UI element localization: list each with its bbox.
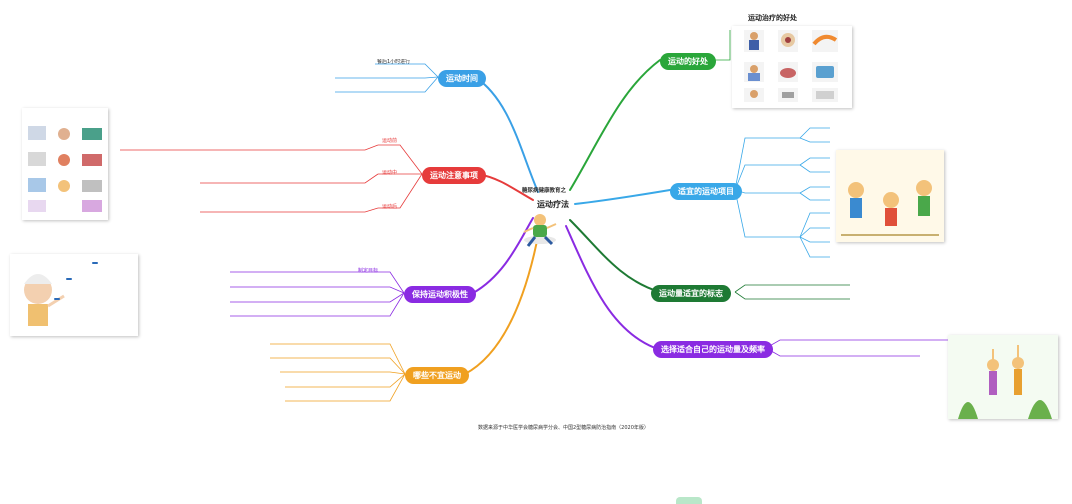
connector-sign bbox=[569, 219, 661, 293]
benefits-card bbox=[732, 26, 852, 108]
node-unsuitable-cases[interactable]: 哪些不宜运动 bbox=[405, 367, 469, 384]
benefit-icon-6 bbox=[812, 62, 838, 82]
node-exercise-time[interactable]: 运动时间 bbox=[438, 70, 486, 87]
connector-suitable bbox=[574, 189, 671, 205]
center-title: 运动疗法 bbox=[537, 200, 569, 209]
benefits-card-title: 运动治疗的好处 bbox=[748, 14, 797, 22]
grandpa-illustration bbox=[10, 254, 138, 336]
benefit-icon-7 bbox=[744, 88, 764, 102]
center-subtitle: 糖尿病健康教育之 bbox=[522, 188, 567, 194]
sticky-note-3 bbox=[54, 298, 60, 300]
benefit-icon-5 bbox=[778, 62, 798, 82]
connector-unsuitable bbox=[464, 225, 541, 375]
node-choose-amount-frequency[interactable]: 选择适合自己的运动量及频率 bbox=[653, 341, 773, 358]
sub-connectors bbox=[120, 30, 960, 402]
connector-time bbox=[474, 76, 539, 193]
left-info-card bbox=[22, 108, 108, 220]
yoga-illustration bbox=[948, 335, 1058, 419]
node-appropriate-intensity-signs[interactable]: 运动量适宜的标志 bbox=[651, 285, 731, 302]
benefit-icon-1 bbox=[744, 30, 764, 52]
benefit-icon-2 bbox=[778, 30, 798, 52]
tag-before-exercise: 运动前 bbox=[382, 138, 398, 144]
tag-after-exercise: 运动后 bbox=[382, 204, 398, 210]
connector-benefit bbox=[569, 59, 661, 191]
sticky-note-1 bbox=[92, 262, 98, 264]
connector-choose bbox=[565, 225, 656, 349]
sticky-note-2 bbox=[66, 278, 72, 280]
benefits-icons bbox=[744, 30, 838, 102]
data-source-footer: 数据来源于中华医学会糖尿病学分会、中国2型糖尿病防治指南（2020年版） bbox=[478, 425, 649, 431]
node-exercise-benefits[interactable]: 运动的好处 bbox=[660, 53, 716, 70]
page-indicator bbox=[676, 497, 702, 504]
benefit-icon-3 bbox=[812, 30, 838, 52]
benefit-icon-8 bbox=[778, 88, 798, 102]
node-keep-motivation[interactable]: 保持运动积极性 bbox=[404, 286, 476, 303]
activities-illustration bbox=[836, 150, 944, 242]
benefit-icon-4 bbox=[744, 62, 764, 82]
branch-connectors bbox=[464, 59, 671, 375]
runner-illustration bbox=[523, 214, 557, 247]
time-line-1: 餐后1小时进行 bbox=[377, 59, 411, 65]
node-suitable-activities[interactable]: 适宜的运动项目 bbox=[670, 183, 742, 200]
connector-persist bbox=[472, 217, 534, 294]
tag-during-exercise: 运动中 bbox=[382, 170, 398, 176]
node-exercise-precautions[interactable]: 运动注意事项 bbox=[422, 167, 486, 184]
benefit-icon-9 bbox=[812, 88, 838, 102]
tag-set-goal: 制定目标 bbox=[358, 268, 379, 274]
